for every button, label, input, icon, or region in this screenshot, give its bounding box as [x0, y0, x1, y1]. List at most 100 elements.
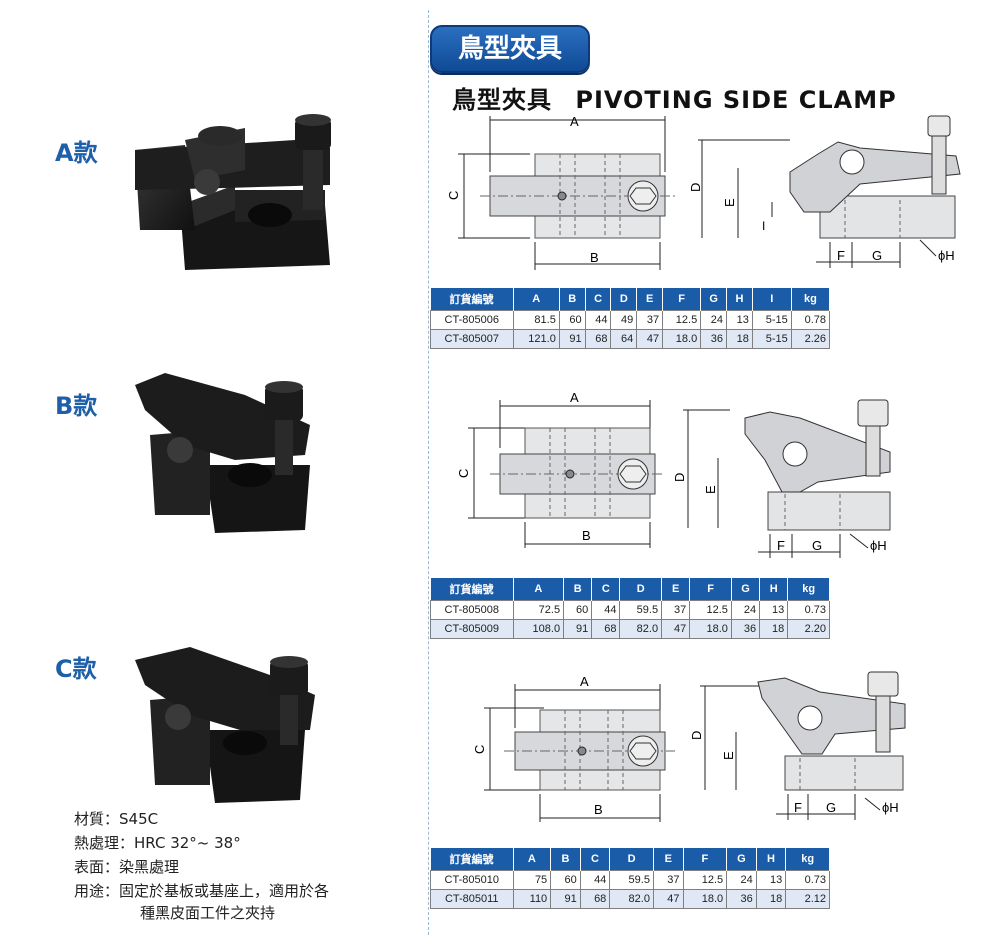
- cell: 44: [579, 870, 611, 890]
- th-a: A: [513, 578, 565, 601]
- cell: 18: [755, 889, 787, 909]
- table-row: CT-805011 110 91 68 82.0 47 18.0 36 18 2…: [430, 889, 830, 909]
- spec-use-cont: 種黑皮面工件之夾持: [140, 904, 276, 922]
- dim-e-label: E: [722, 198, 737, 207]
- model-c-label: C款: [55, 655, 97, 683]
- cell: 60: [558, 310, 586, 330]
- dim-f-label: F: [794, 800, 802, 815]
- drawing-c: A C B D E F G ϕH: [472, 671, 906, 822]
- cell: 13: [755, 870, 787, 890]
- cell: 68: [591, 619, 621, 639]
- dim-c-label: C: [472, 745, 487, 754]
- cell: 82.0: [609, 889, 654, 909]
- cell: 18.0: [682, 889, 728, 909]
- cell-order-no: CT-805011: [430, 889, 514, 909]
- cell: 82.0: [619, 619, 663, 639]
- cell: 13: [726, 310, 753, 330]
- cell: 2.12: [785, 889, 830, 909]
- title-cn: 鳥型夾具: [452, 86, 552, 114]
- dim-g-label: G: [872, 248, 882, 263]
- dim-h-label: ϕH: [870, 538, 887, 553]
- cell: 12.5: [682, 870, 728, 890]
- model-a-label: A款: [55, 139, 98, 167]
- cell: 24: [730, 600, 761, 620]
- dim-a-label: A: [570, 114, 579, 129]
- cell-order-no: CT-805009: [430, 619, 514, 639]
- th-c: C: [585, 288, 612, 311]
- dim-d-label: D: [688, 183, 703, 192]
- cell: 91: [550, 889, 581, 909]
- dim-c-label: C: [456, 469, 471, 478]
- th-c: C: [580, 848, 611, 871]
- th-e: E: [661, 578, 691, 601]
- cell: 36: [730, 619, 761, 639]
- cell: 12.5: [662, 310, 702, 330]
- dim-d-label: D: [689, 731, 704, 740]
- dim-e-label: E: [703, 485, 718, 494]
- dim-h-label: ϕH: [938, 248, 955, 263]
- cell: 59.5: [619, 600, 663, 620]
- cell: 75: [512, 870, 552, 890]
- cell: 5-15: [751, 310, 792, 330]
- cell: 91: [558, 329, 586, 349]
- th-e: E: [653, 848, 684, 871]
- cell: 44: [591, 600, 621, 620]
- cell-order-no: CT-805010: [430, 870, 514, 890]
- th-f: F: [662, 288, 702, 311]
- th-d: D: [619, 578, 663, 601]
- cell: 13: [759, 600, 789, 620]
- cell: 37: [652, 870, 684, 890]
- dim-f-label: F: [777, 538, 785, 553]
- th-d: D: [609, 848, 654, 871]
- table-header-row: 訂貨編號 A B C D E F G H kg: [430, 848, 830, 871]
- th-e: E: [636, 288, 664, 311]
- cell: 2.20: [787, 619, 830, 639]
- table-row: CT-805006 81.5 60 44 49 37 12.5 24 13 5-…: [430, 310, 831, 330]
- cell: 64: [610, 329, 638, 349]
- dim-h-label: ϕH: [882, 800, 899, 815]
- th-order-no: 訂貨編號: [430, 848, 514, 871]
- cell: 37: [636, 310, 664, 330]
- column-divider: [428, 10, 429, 935]
- th-g: G: [700, 288, 728, 311]
- th-order-no: 訂貨編號: [430, 578, 514, 601]
- th-f: F: [689, 578, 732, 601]
- category-badge: 鳥型夾具: [430, 25, 590, 73]
- th-b: B: [550, 848, 581, 871]
- table-row: CT-805008 72.5 60 44 59.5 37 12.5 24 13 …: [430, 600, 830, 620]
- dim-f-label: F: [837, 248, 845, 263]
- spec-table-a: 訂貨編號 A B C D E F G H I kg CT-805006 81.5…: [430, 288, 831, 349]
- dim-b-label: B: [582, 528, 591, 543]
- clamp-c-photo: [135, 647, 315, 803]
- th-f: F: [683, 848, 728, 871]
- table-header-row: 訂貨編號 A B C D E F G H kg: [430, 578, 830, 601]
- cell: 121.0: [512, 329, 560, 349]
- cell: 47: [652, 889, 684, 909]
- table-header-row: 訂貨編號 A B C D E F G H I kg: [430, 288, 831, 311]
- cell: 81.5: [512, 310, 560, 330]
- cell: 0.78: [790, 310, 831, 330]
- cell: 18.0: [662, 329, 702, 349]
- th-kg: kg: [791, 288, 831, 311]
- th-kg: kg: [787, 578, 830, 601]
- th-h: H: [759, 578, 789, 601]
- table-row: CT-805009 108.0 91 68 82.0 47 18.0 36 18…: [430, 619, 830, 639]
- cell: 0.73: [785, 870, 830, 890]
- cell: 44: [584, 310, 612, 330]
- spec-surface: 表面：染黑處理: [74, 858, 180, 876]
- drawing-a: A C B D E I F G ϕH: [446, 114, 961, 270]
- dim-a-label: A: [570, 390, 579, 405]
- table-row: CT-805007 121.0 91 68 64 47 18.0 36 18 5…: [430, 329, 831, 349]
- clamp-b-photo: [135, 373, 310, 533]
- th-a: A: [513, 288, 560, 311]
- model-b-label: B款: [55, 392, 98, 420]
- cell: 72.5: [512, 600, 565, 620]
- th-i: I: [752, 288, 792, 311]
- cell: 0.73: [787, 600, 830, 620]
- cell: 60: [550, 870, 581, 890]
- spec-heat-treatment: 熱處理：HRC 32°~ 38°: [74, 834, 241, 852]
- table-row: CT-805010 75 60 44 59.5 37 12.5 24 13 0.…: [430, 870, 830, 890]
- cell: 110: [512, 889, 552, 909]
- cell: 68: [579, 889, 611, 909]
- th-g: G: [731, 578, 761, 601]
